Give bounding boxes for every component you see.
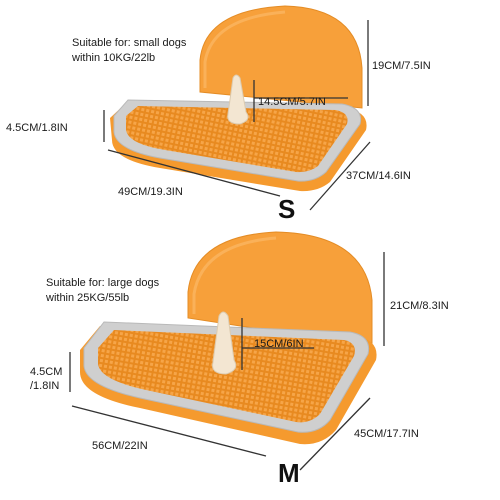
- small-dimension-lines: [103, 20, 371, 211]
- medium-width-label: 45CM/17.7IN: [354, 428, 419, 440]
- medium-tray-pee-post: [212, 311, 237, 375]
- medium-suitable-line1: Suitable for: large dogs: [46, 277, 160, 289]
- small-tray-splash-shield: [199, 5, 363, 109]
- small-length-label: 49CM/19.3IN: [118, 186, 183, 198]
- medium-length-label: 56CM/22IN: [92, 440, 148, 452]
- small-width-label: 37CM/14.6IN: [346, 170, 411, 182]
- medium-post-height-label: 15CM/6IN: [254, 338, 304, 350]
- small-wall-height-label: 19CM/7.5IN: [372, 60, 431, 72]
- medium-tray-splash-shield: [187, 231, 373, 347]
- small-rim-height-label: 4.5CM/1.8IN: [6, 122, 68, 134]
- small-tray-mesh: [126, 106, 348, 173]
- medium-dimension-lines: [69, 252, 385, 471]
- medium-rim-height-label2: /1.8IN: [30, 380, 60, 392]
- small-tray-pee-post: [227, 74, 249, 125]
- medium-tray: [80, 231, 377, 445]
- small-size-letter: S: [278, 194, 296, 224]
- medium-size-letter: M: [278, 458, 300, 488]
- small-post-height-label: 14.5CM/5.7IN: [258, 96, 326, 108]
- medium-wall-height-label: 21CM/8.3IN: [390, 300, 449, 312]
- medium-rim-height-label1: 4.5CM: [30, 366, 63, 378]
- medium-suitable-line2: within 25KG/55lb: [46, 292, 130, 304]
- small-suitable-line1: Suitable for: small dogs: [72, 37, 187, 49]
- medium-tray-mesh: [98, 330, 355, 423]
- small-tray: [110, 5, 367, 192]
- small-suitable-line2: within 10KG/22lb: [72, 52, 156, 64]
